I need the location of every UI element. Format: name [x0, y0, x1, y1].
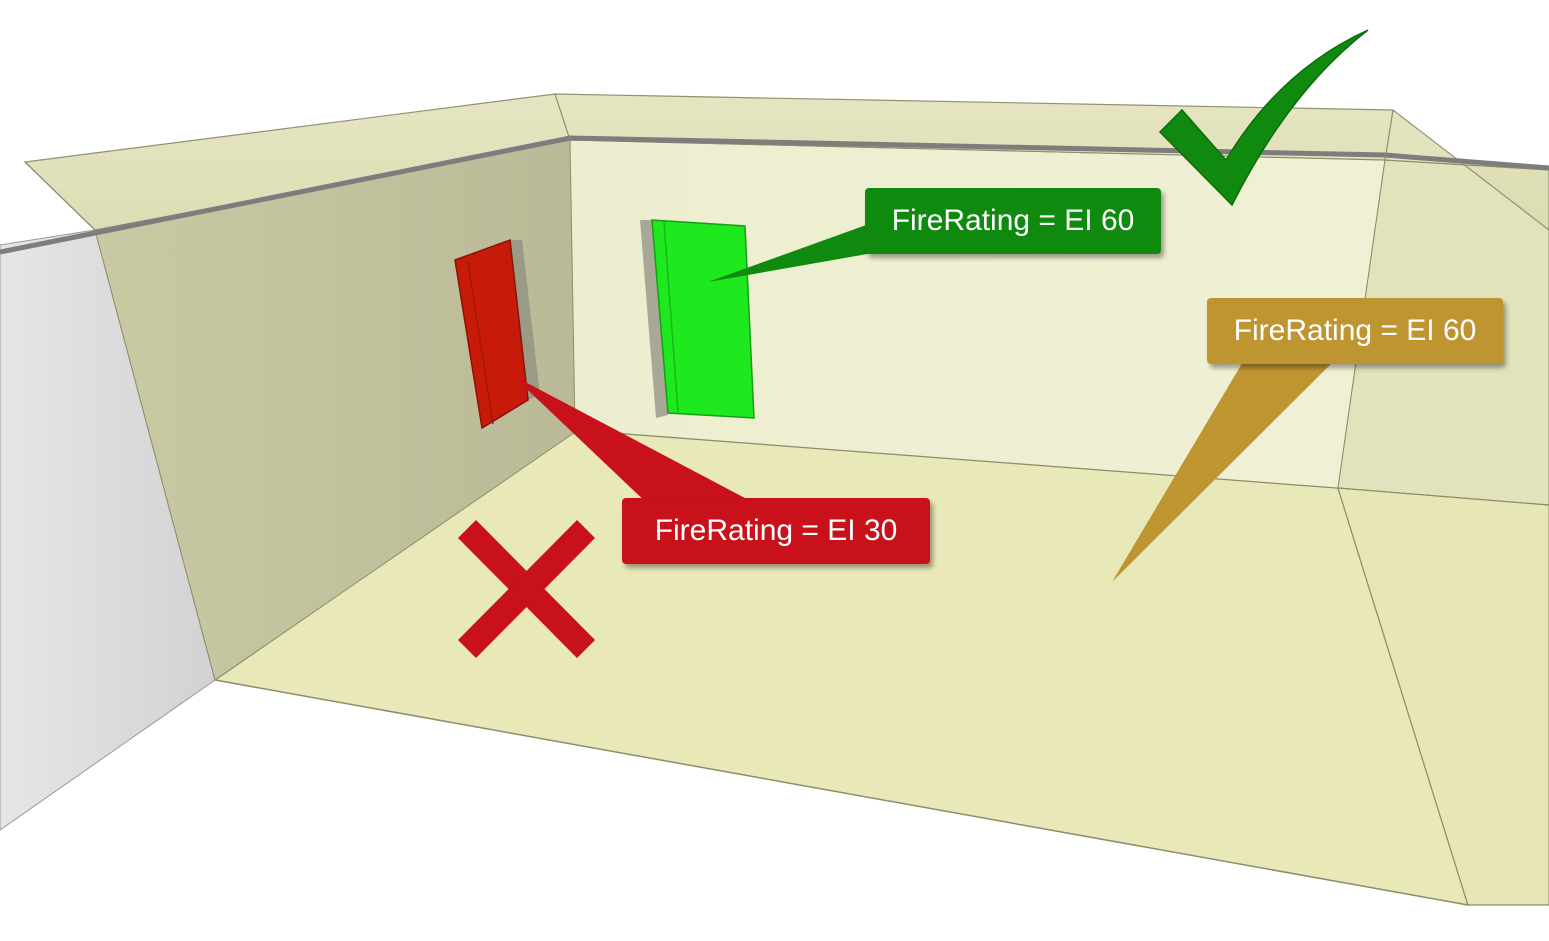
space-volume-edges	[24, 93, 1549, 906]
noncompliant-door-label: FireRating = EI 30	[622, 498, 930, 564]
green-callout-pointer	[708, 220, 890, 282]
compliant-door-label: FireRating = EI 60	[865, 188, 1161, 254]
check-mark-icon	[1158, 29, 1369, 207]
cross-mark-icon	[458, 520, 595, 658]
red-callout-pointer	[512, 375, 760, 506]
wall-top-line	[0, 135, 1549, 255]
space-requirement-label: FireRating = EI 60	[1207, 298, 1503, 364]
noncompliant-door	[454, 238, 540, 430]
compliant-door	[640, 219, 755, 419]
gold-callout-pointer	[1112, 350, 1345, 582]
